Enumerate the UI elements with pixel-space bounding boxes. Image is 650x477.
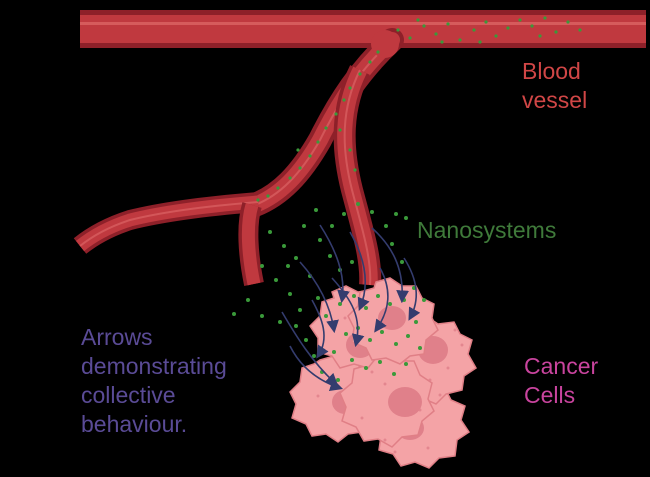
cancer-cells <box>289 277 477 469</box>
label-cancer-cells: Cancer Cells <box>524 352 598 410</box>
main-vessel-edge-top <box>80 10 646 15</box>
cancer-cell <box>339 350 435 448</box>
label-line: Arrows <box>81 324 153 350</box>
label-line: Cells <box>524 382 576 408</box>
label-line: demonstrating <box>81 353 227 379</box>
label-blood-vessel: Blood vessel <box>522 57 587 115</box>
label-nanosystems: Nanosystems <box>417 216 556 245</box>
main-vessel-highlight <box>80 22 646 25</box>
main-vessel-edge-bottom <box>80 43 646 48</box>
label-line: Cancer <box>524 353 599 379</box>
label-line: vessel <box>522 87 588 113</box>
label-line: behaviour. <box>81 411 188 437</box>
label-line: collective <box>81 382 176 408</box>
nanosystems-particles <box>232 16 582 382</box>
collective-arrows <box>281 224 421 392</box>
label-arrows: Arrows demonstrating collective behaviou… <box>81 323 227 439</box>
label-line: Nanosystems <box>417 217 557 243</box>
label-line: Blood <box>522 58 581 84</box>
blood-vessel <box>73 10 646 287</box>
main-vessel <box>80 10 646 48</box>
